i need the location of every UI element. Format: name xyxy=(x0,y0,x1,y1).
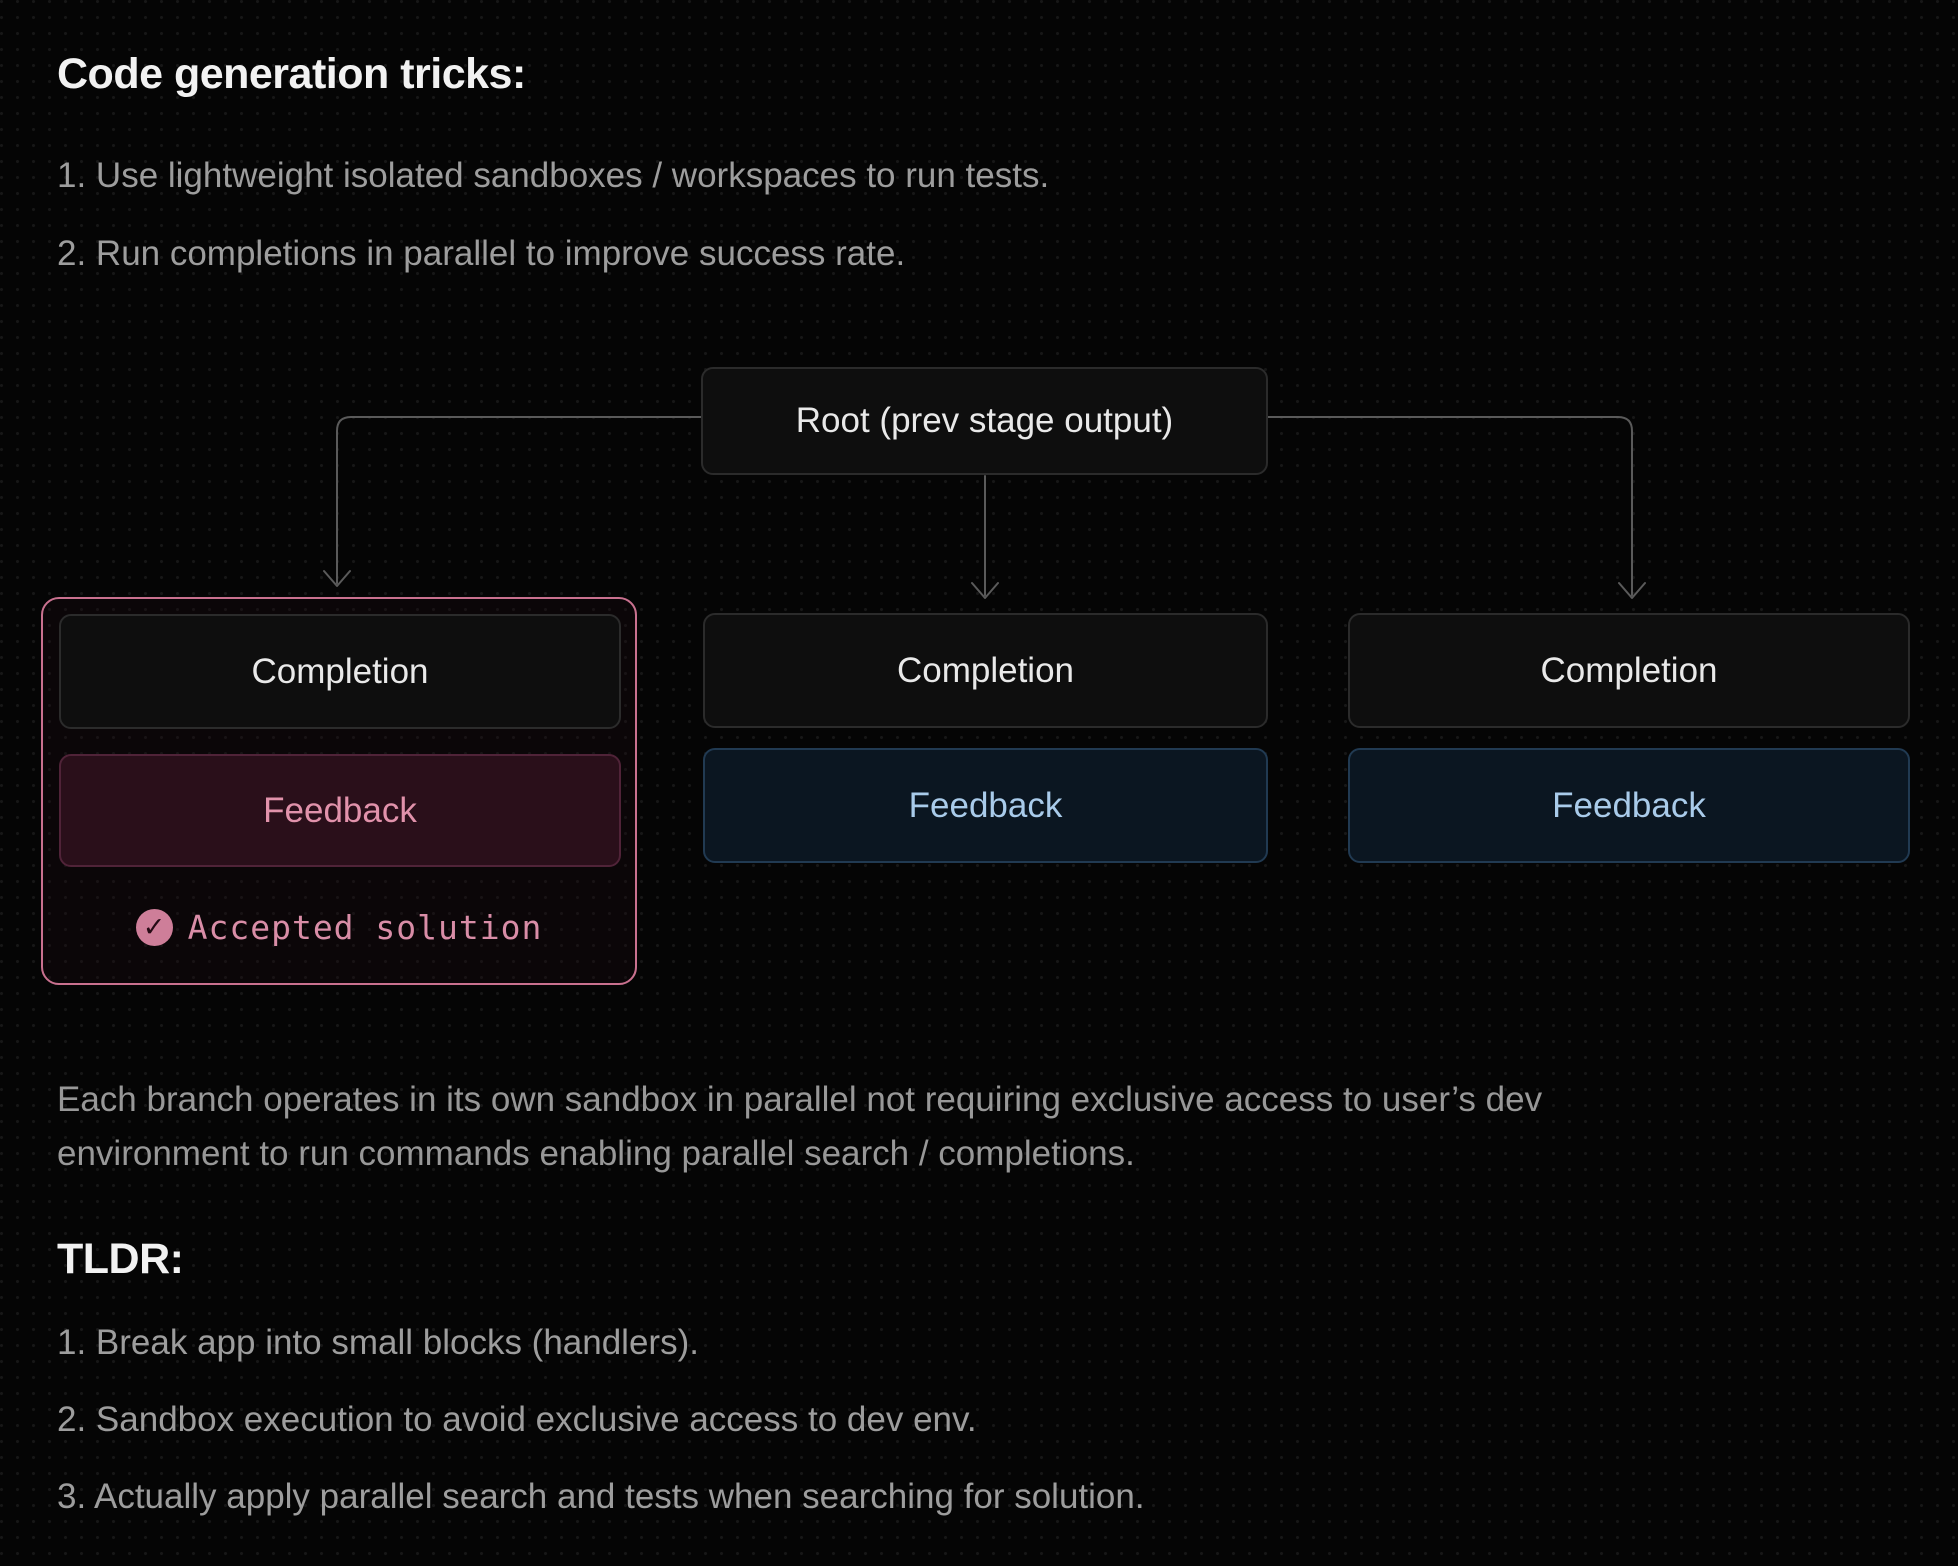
intro-list-item-2: 2. Run completions in parallel to improv… xyxy=(57,234,906,273)
explanation-paragraph: Each branch operates in its own sandbox … xyxy=(57,1080,1543,1173)
tldr-list-item-2: 2. Sandbox execution to avoid exclusive … xyxy=(57,1400,977,1439)
root-node: Root (prev stage output) xyxy=(701,367,1268,475)
check-circle-icon: ✓ xyxy=(135,908,173,946)
page-title: Code generation tricks: xyxy=(57,50,526,98)
feedback-node: Feedback xyxy=(59,754,621,867)
accepted-solution-row: ✓ Accepted solution xyxy=(43,902,635,952)
tldr-list-item-3: 3. Actually apply parallel search and te… xyxy=(57,1477,1145,1516)
feedback-node: Feedback xyxy=(703,748,1268,863)
feedback-node: Feedback xyxy=(1348,748,1910,863)
tldr-list-item-1: 1. Break app into small blocks (handlers… xyxy=(57,1323,699,1362)
intro-list-item-1: 1. Use lightweight isolated sandboxes / … xyxy=(57,156,1050,195)
accepted-solution-label: Accepted solution xyxy=(187,907,543,947)
completion-node: Completion xyxy=(59,614,621,729)
accepted-branch-container: Completion Feedback ✓ Accepted solution xyxy=(41,597,637,985)
connector-middle xyxy=(971,475,999,599)
completion-node: Completion xyxy=(1348,613,1910,728)
completion-node: Completion xyxy=(703,613,1268,728)
connector-left xyxy=(323,416,702,587)
tldr-title: TLDR: xyxy=(57,1235,184,1283)
connector-right xyxy=(1267,416,1646,599)
